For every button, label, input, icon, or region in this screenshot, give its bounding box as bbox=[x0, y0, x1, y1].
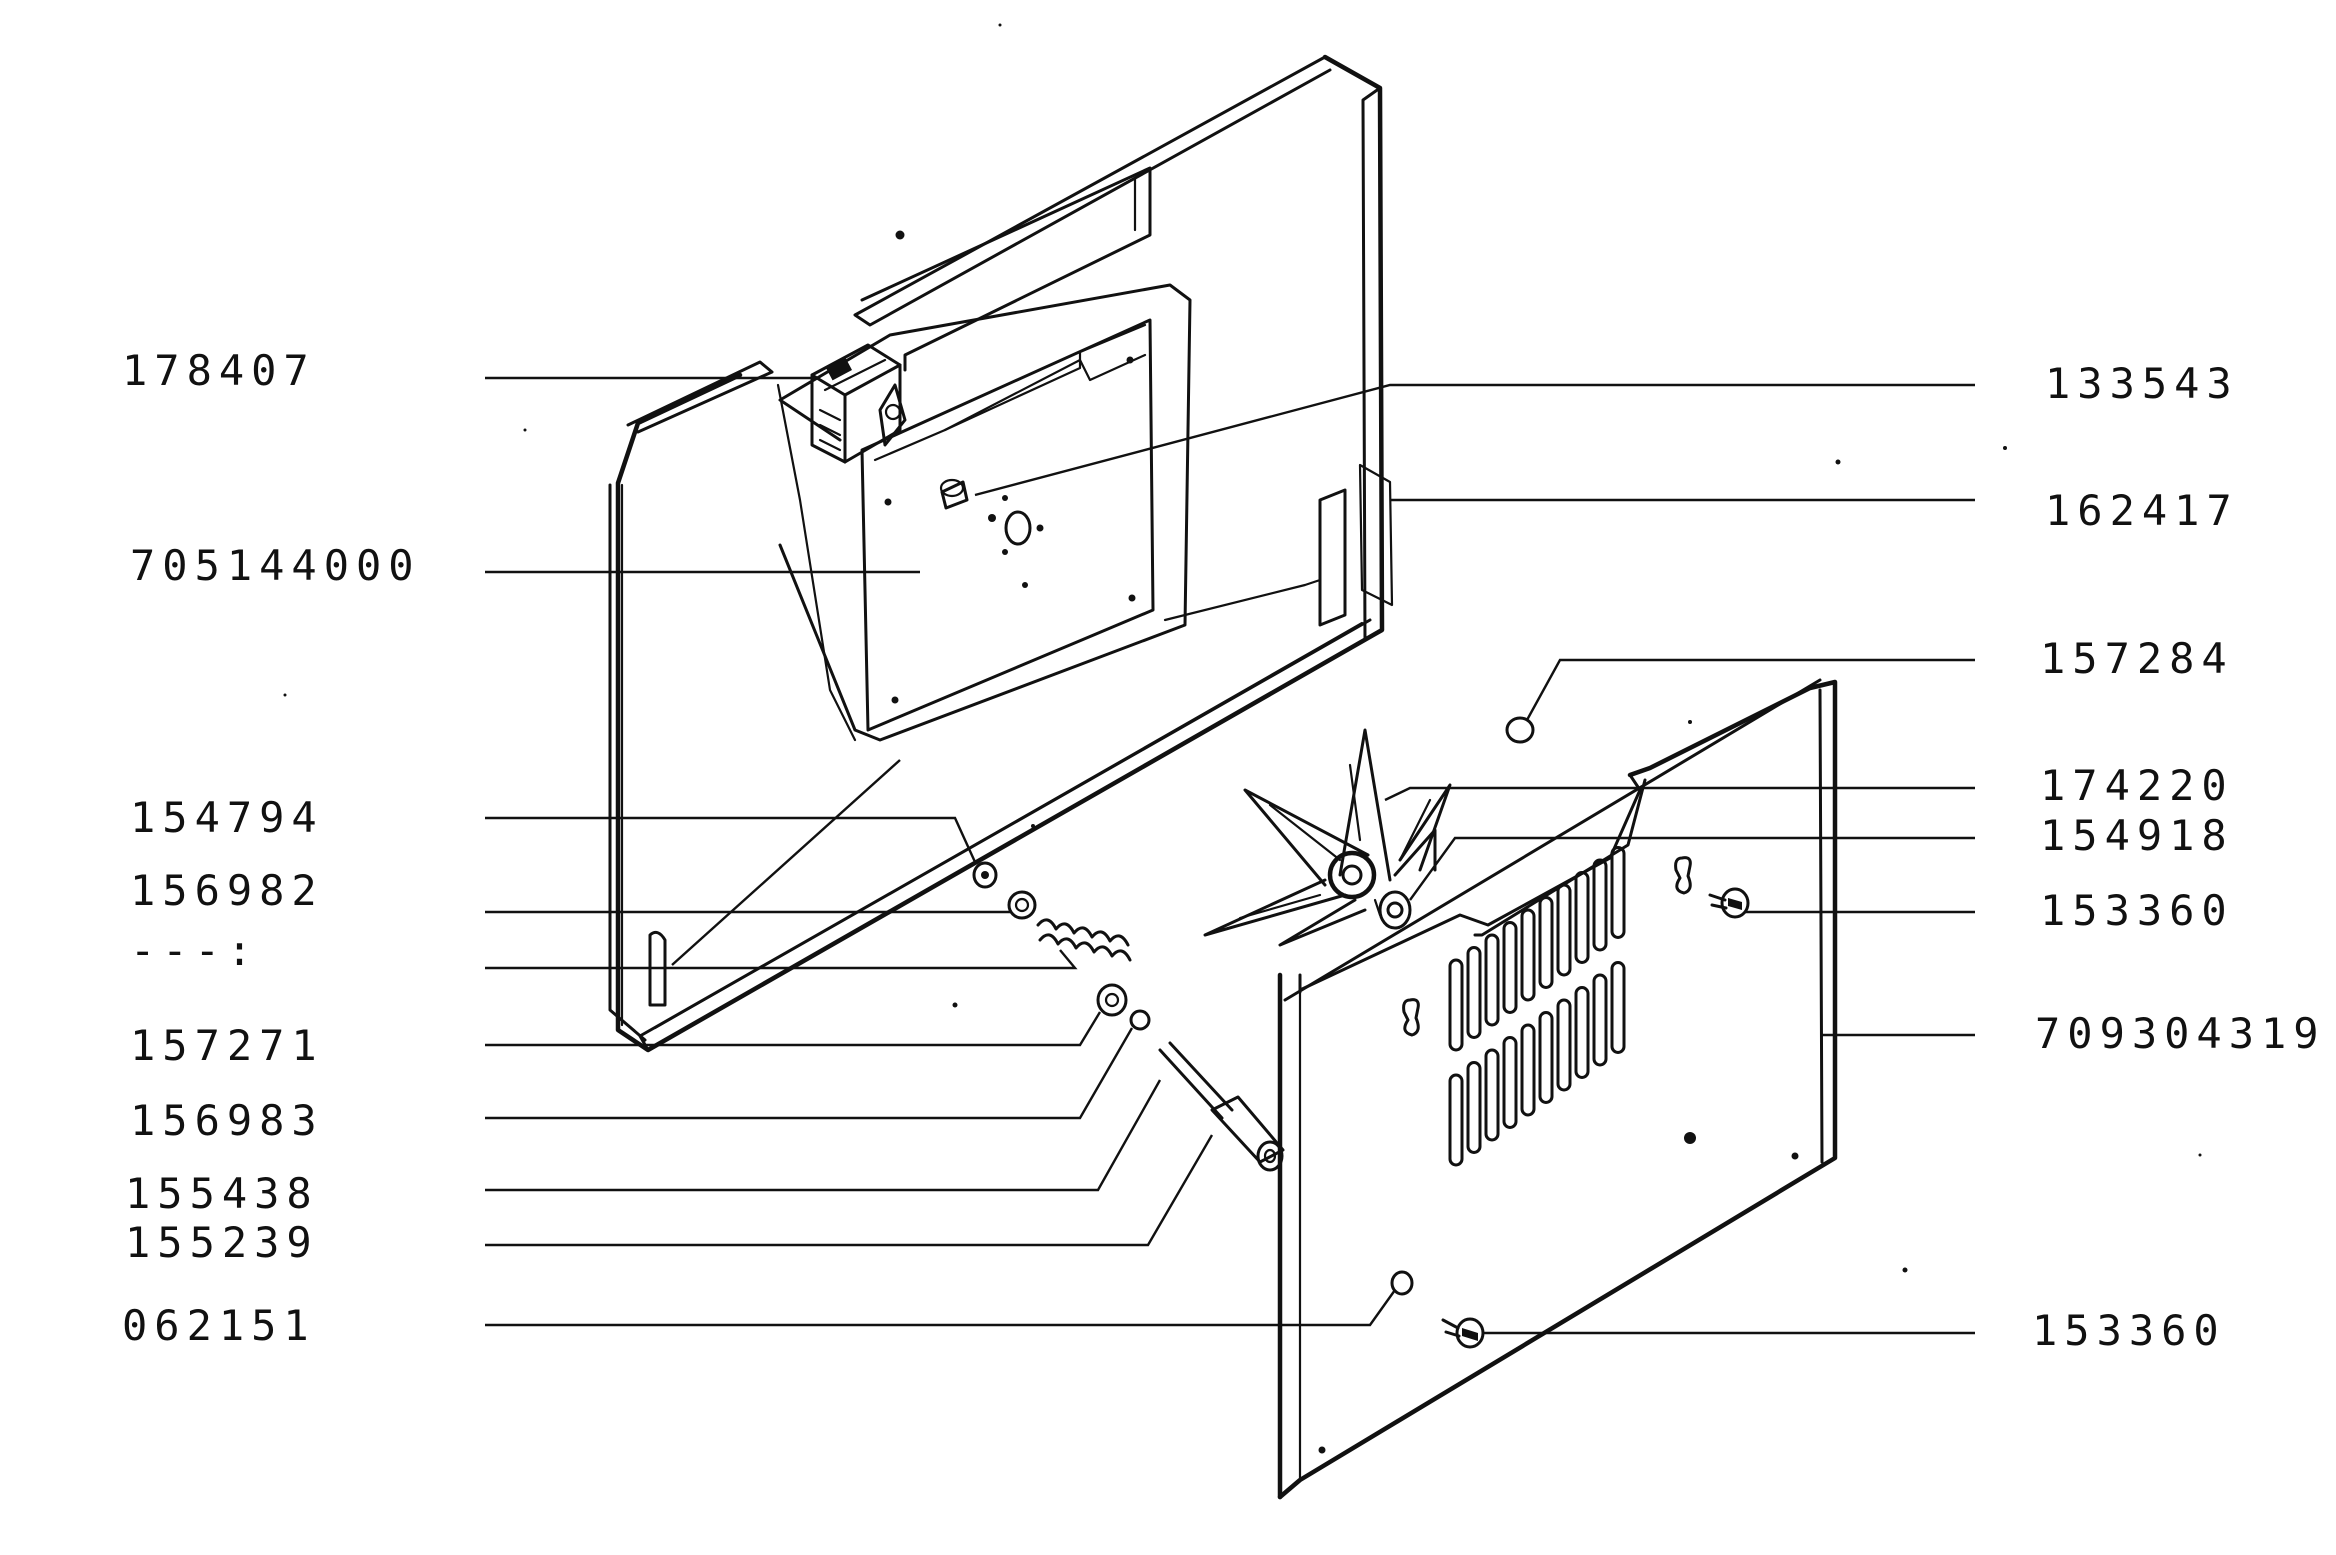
part-label-156983: 156983 bbox=[130, 1096, 324, 1145]
vent-slot bbox=[1610, 846, 1626, 939]
vent-slot bbox=[1592, 858, 1608, 952]
vent-slot bbox=[1610, 961, 1626, 1054]
part-label-174220: 174220 bbox=[2040, 761, 2234, 810]
right-part-labels: 133543 162417 157284 174220 154918 15336… bbox=[2032, 359, 2326, 1355]
vent-slot bbox=[1466, 946, 1482, 1039]
leader-lines bbox=[485, 376, 1975, 1335]
vent-slot bbox=[1484, 933, 1500, 1027]
part-label-153360-lower: 153360 bbox=[2032, 1306, 2226, 1355]
vent-slot bbox=[1448, 1073, 1464, 1167]
part-label-062151: 062151 bbox=[122, 1301, 316, 1350]
part-label-154794: 154794 bbox=[130, 793, 324, 842]
vent-slot bbox=[1520, 908, 1536, 1002]
vent-slot bbox=[1502, 921, 1518, 1014]
part-label-162417: 162417 bbox=[2045, 486, 2239, 535]
ventilation-slots bbox=[1448, 846, 1626, 1167]
vent-slot bbox=[1556, 998, 1572, 1092]
vent-slot bbox=[1520, 1023, 1536, 1117]
rear-oven-panel bbox=[608, 54, 1394, 1053]
part-label-709304319: 709304319 bbox=[2035, 1009, 2326, 1058]
vent-slot bbox=[1574, 986, 1590, 1079]
part-label-154918: 154918 bbox=[2040, 811, 2234, 860]
part-label-133543: 133543 bbox=[2045, 359, 2239, 408]
fan-blade bbox=[1203, 728, 1452, 947]
part-label-155239: 155239 bbox=[125, 1218, 319, 1267]
vent-slot bbox=[1466, 1061, 1482, 1154]
vent-slot bbox=[1538, 1011, 1554, 1104]
part-label-dashes: ---: bbox=[130, 926, 259, 975]
vent-slot bbox=[1592, 973, 1608, 1067]
vent-slot bbox=[1502, 1036, 1518, 1129]
thermostat-switch bbox=[810, 343, 907, 464]
part-label-153360-upper: 153360 bbox=[2040, 886, 2234, 935]
vent-slot bbox=[1574, 871, 1590, 964]
part-label-157284: 157284 bbox=[2040, 634, 2234, 683]
part-label-178407: 178407 bbox=[122, 346, 316, 395]
part-label-705144000: 705144000 bbox=[130, 541, 421, 590]
part-label-157271: 157271 bbox=[130, 1021, 324, 1070]
part-label-156982: 156982 bbox=[130, 866, 324, 915]
scan-specks bbox=[283, 23, 2202, 1273]
left-part-labels: 178407 705144000 154794 156982 ---: 1572… bbox=[122, 346, 421, 1350]
part-label-155438: 155438 bbox=[125, 1169, 319, 1218]
fan-cover-panel bbox=[1277, 678, 1838, 1500]
vent-slot bbox=[1484, 1048, 1500, 1142]
small-hardware-parts bbox=[972, 716, 1750, 1349]
vent-slot bbox=[1448, 958, 1464, 1052]
vent-slot bbox=[1538, 896, 1554, 989]
vent-slot bbox=[1556, 883, 1572, 977]
